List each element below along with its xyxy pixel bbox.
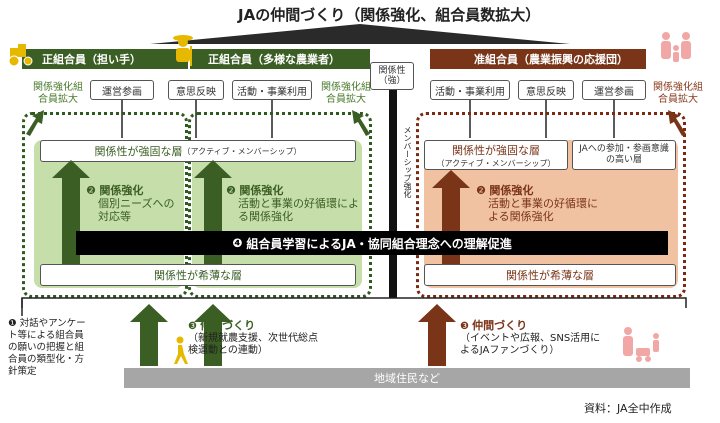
right-strong-layer: 関係性が強固な層 （アクティブ・メンバーシップ） xyxy=(424,140,568,170)
panel-up-arrows xyxy=(52,160,470,268)
step3-left: ❸ 仲間づくり （新規就農支援、次世代総点検運動との連動） xyxy=(188,319,318,357)
left-group-outline-a xyxy=(22,112,188,298)
step2-left-a: ❷ 関係強化 個別ニーズへの対応等 xyxy=(86,184,175,223)
header-regular-b: 正組合員（多様な農業者） xyxy=(190,49,370,69)
step4-band: ❹ 組合員学習によるJA・協同組合理念への理解促進 xyxy=(76,231,668,255)
family-icon xyxy=(661,32,691,62)
header-regular-a: 正組合員（担い手） xyxy=(22,49,188,69)
expand-label-right: 関係強化組合員拡大 xyxy=(653,82,703,105)
left-panel-a xyxy=(34,140,184,288)
right-group-outline xyxy=(416,112,686,298)
header-associate: 准組合員（農業振興の応援団） xyxy=(430,49,646,69)
bottom-bracket xyxy=(21,297,687,316)
header-regular-b-label: 正組合員（多様な農業者） xyxy=(208,53,340,66)
diagram-title: JAの仲間づくり（関係強化、組合員数拡大） xyxy=(238,6,541,24)
center-up-arrow xyxy=(389,90,397,298)
left-box-opinion: 意思反映 xyxy=(168,80,224,100)
center-strong-label: 関係性（強） xyxy=(378,66,406,86)
parent-child-icon xyxy=(623,327,659,362)
walking-person-icon xyxy=(174,336,188,364)
expand-arrows xyxy=(26,110,686,136)
expand-label-left-b: 関係強化組合員拡大 xyxy=(321,82,371,105)
left-group-outline-b xyxy=(188,112,372,298)
membership-label: メンバーシップ強化 xyxy=(403,126,412,198)
tractor-icon xyxy=(8,44,33,67)
left-box-activity: 活動・事業利用 xyxy=(232,80,312,100)
header-regular-a-label: 正組合員（担い手） xyxy=(42,53,141,66)
left-strong-layer: 関係性が強固な層 （アクティブ・メンバーシップ） xyxy=(40,140,356,162)
right-box-activity: 活動・事業利用 xyxy=(430,80,510,100)
source-note: 資料：JA全中作成 xyxy=(584,402,672,415)
step3-arrows xyxy=(130,304,456,366)
step1-text: ❶ 対話やアンケート等による組合員の願いの把握と組合員の類型化・方針策定 xyxy=(8,318,86,377)
title-arrow-shape xyxy=(150,24,570,44)
ja-high-awareness-box: JAへの参加・参画意識の高い層 xyxy=(572,140,676,170)
left-box-management: 運営参画 xyxy=(90,80,154,100)
right-weak-layer: 関係性が希薄な層 xyxy=(424,264,676,286)
right-box-opinion: 意思反映 xyxy=(518,80,574,100)
residents-bar: 地域住民など xyxy=(124,368,690,388)
left-weak-layer: 関係性が希薄な層 xyxy=(40,264,356,286)
header-associate-label: 准組合員（農業振興の応援団） xyxy=(474,53,628,66)
right-box-management: 運営参画 xyxy=(582,80,646,100)
center-strong-box: 関係性（強） xyxy=(370,62,414,90)
expand-label-left: 関係強化組合員拡大 xyxy=(33,82,83,105)
farmer-icon xyxy=(173,35,193,66)
step2-left-b: ❷ 関係強化 活動と事業の好循環による関係強化 xyxy=(226,184,359,223)
step2-right: ❷ 関係強化 活動と事業の好循環による関係強化 xyxy=(476,184,598,223)
step3-right: ❸ 仲間づくり （イベントや広報、SNS活用によるJAファンづくり） xyxy=(460,319,601,357)
